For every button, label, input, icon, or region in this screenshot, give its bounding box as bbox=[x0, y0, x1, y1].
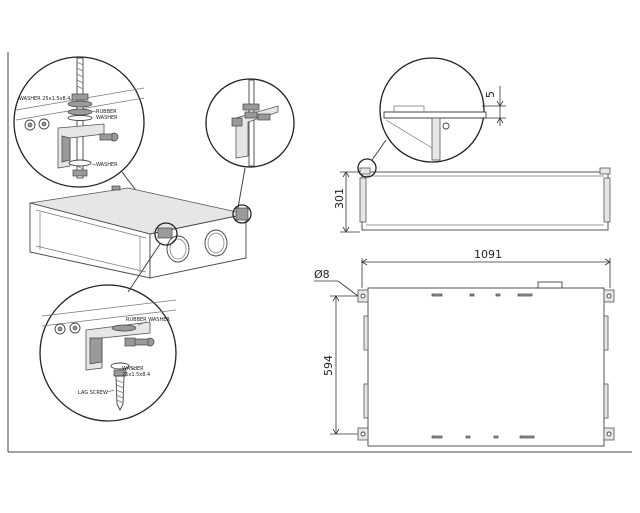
side-rail bbox=[603, 383, 609, 419]
frame-hole bbox=[442, 122, 450, 130]
side-frame bbox=[431, 117, 441, 161]
washer bbox=[68, 159, 92, 167]
mount-highlight bbox=[154, 222, 178, 246]
callout-bottom-circle bbox=[39, 284, 177, 422]
front-elevation-view: 301 bbox=[333, 139, 611, 233]
mount-highlight bbox=[232, 204, 252, 224]
washer bbox=[67, 115, 93, 121]
loose-washer-hole bbox=[27, 122, 33, 128]
nut bbox=[124, 337, 136, 347]
plan-view: 1091 Ø8 bbox=[314, 248, 615, 447]
unit-front-outline bbox=[361, 171, 609, 231]
side-bracket bbox=[359, 177, 367, 223]
bracket-bolt-shank bbox=[99, 133, 113, 141]
lag-screw-shank bbox=[115, 375, 125, 412]
corner-tab bbox=[359, 167, 371, 175]
mount-hole bbox=[360, 431, 366, 437]
callout-leader bbox=[371, 139, 387, 161]
corner-tab bbox=[599, 167, 611, 175]
washer-bottom-label: WASHER bbox=[96, 162, 118, 168]
lag-screw-label: LAG SCREW bbox=[78, 390, 108, 396]
mount-point bbox=[157, 227, 173, 239]
ceiling-band bbox=[41, 309, 177, 327]
top-panel bbox=[383, 111, 487, 119]
top-ridge bbox=[393, 105, 425, 112]
side-rail bbox=[363, 315, 369, 351]
duct-port-inner bbox=[169, 238, 187, 260]
mount-hole bbox=[606, 431, 612, 437]
callout-top-circle bbox=[13, 56, 145, 188]
nut bbox=[244, 111, 258, 119]
bracket-bolt-shank bbox=[133, 338, 149, 346]
callout-corner-circle bbox=[205, 78, 295, 168]
callout-corner-detail bbox=[205, 78, 295, 209]
gap-dimension: 5 bbox=[484, 91, 497, 98]
nut bbox=[72, 169, 88, 177]
bracket-rib bbox=[61, 135, 71, 163]
callout-leader bbox=[127, 243, 161, 293]
hole-diameter-dimension: Ø8 bbox=[314, 268, 330, 281]
detail-marker-circle bbox=[357, 158, 377, 178]
ceiling-band bbox=[41, 299, 177, 317]
side-rail bbox=[603, 315, 609, 351]
rubber-washer bbox=[67, 108, 93, 116]
nut bbox=[71, 93, 89, 101]
loose-washer-hole bbox=[41, 121, 47, 127]
lag-screw-thread bbox=[115, 379, 125, 404]
rubber-washer-label: RUBBER WASHER bbox=[126, 317, 170, 323]
height-dimension: 301 bbox=[333, 188, 346, 209]
mount-point bbox=[235, 207, 249, 221]
washer bbox=[110, 362, 130, 370]
unit-side-face bbox=[149, 213, 247, 279]
loose-washer-hole bbox=[57, 326, 63, 332]
bracket-rib bbox=[89, 337, 103, 365]
mount-hole bbox=[360, 293, 366, 299]
nut bbox=[242, 103, 260, 111]
side-bracket bbox=[603, 177, 611, 223]
panel-slots bbox=[431, 293, 535, 439]
nut bbox=[231, 117, 243, 127]
duct-stub bbox=[537, 281, 563, 289]
mount-hole bbox=[606, 293, 612, 299]
side-rail bbox=[363, 383, 369, 419]
duct-port bbox=[204, 229, 228, 257]
unit-plan-outline bbox=[367, 287, 605, 447]
rubber-washer bbox=[111, 324, 137, 332]
unit-isometric-view bbox=[29, 185, 252, 293]
duct-port-inner bbox=[207, 232, 225, 254]
loose-washer-hole bbox=[72, 325, 78, 331]
rod bbox=[248, 79, 255, 167]
length-dimension: 1091 bbox=[474, 248, 502, 261]
callout-leader bbox=[237, 167, 246, 209]
edge-detail-callout: 5 bbox=[379, 57, 506, 163]
mount-point bbox=[111, 185, 121, 191]
edge-detail-circle bbox=[379, 57, 485, 163]
width-dimension: 594 bbox=[322, 355, 335, 376]
frame-corner bbox=[385, 119, 433, 149]
washer-top-label: WASHER 25x1.5x8.4 bbox=[19, 96, 70, 102]
nut bbox=[257, 113, 271, 121]
washer bbox=[67, 100, 93, 108]
corner-bracket bbox=[235, 105, 279, 159]
